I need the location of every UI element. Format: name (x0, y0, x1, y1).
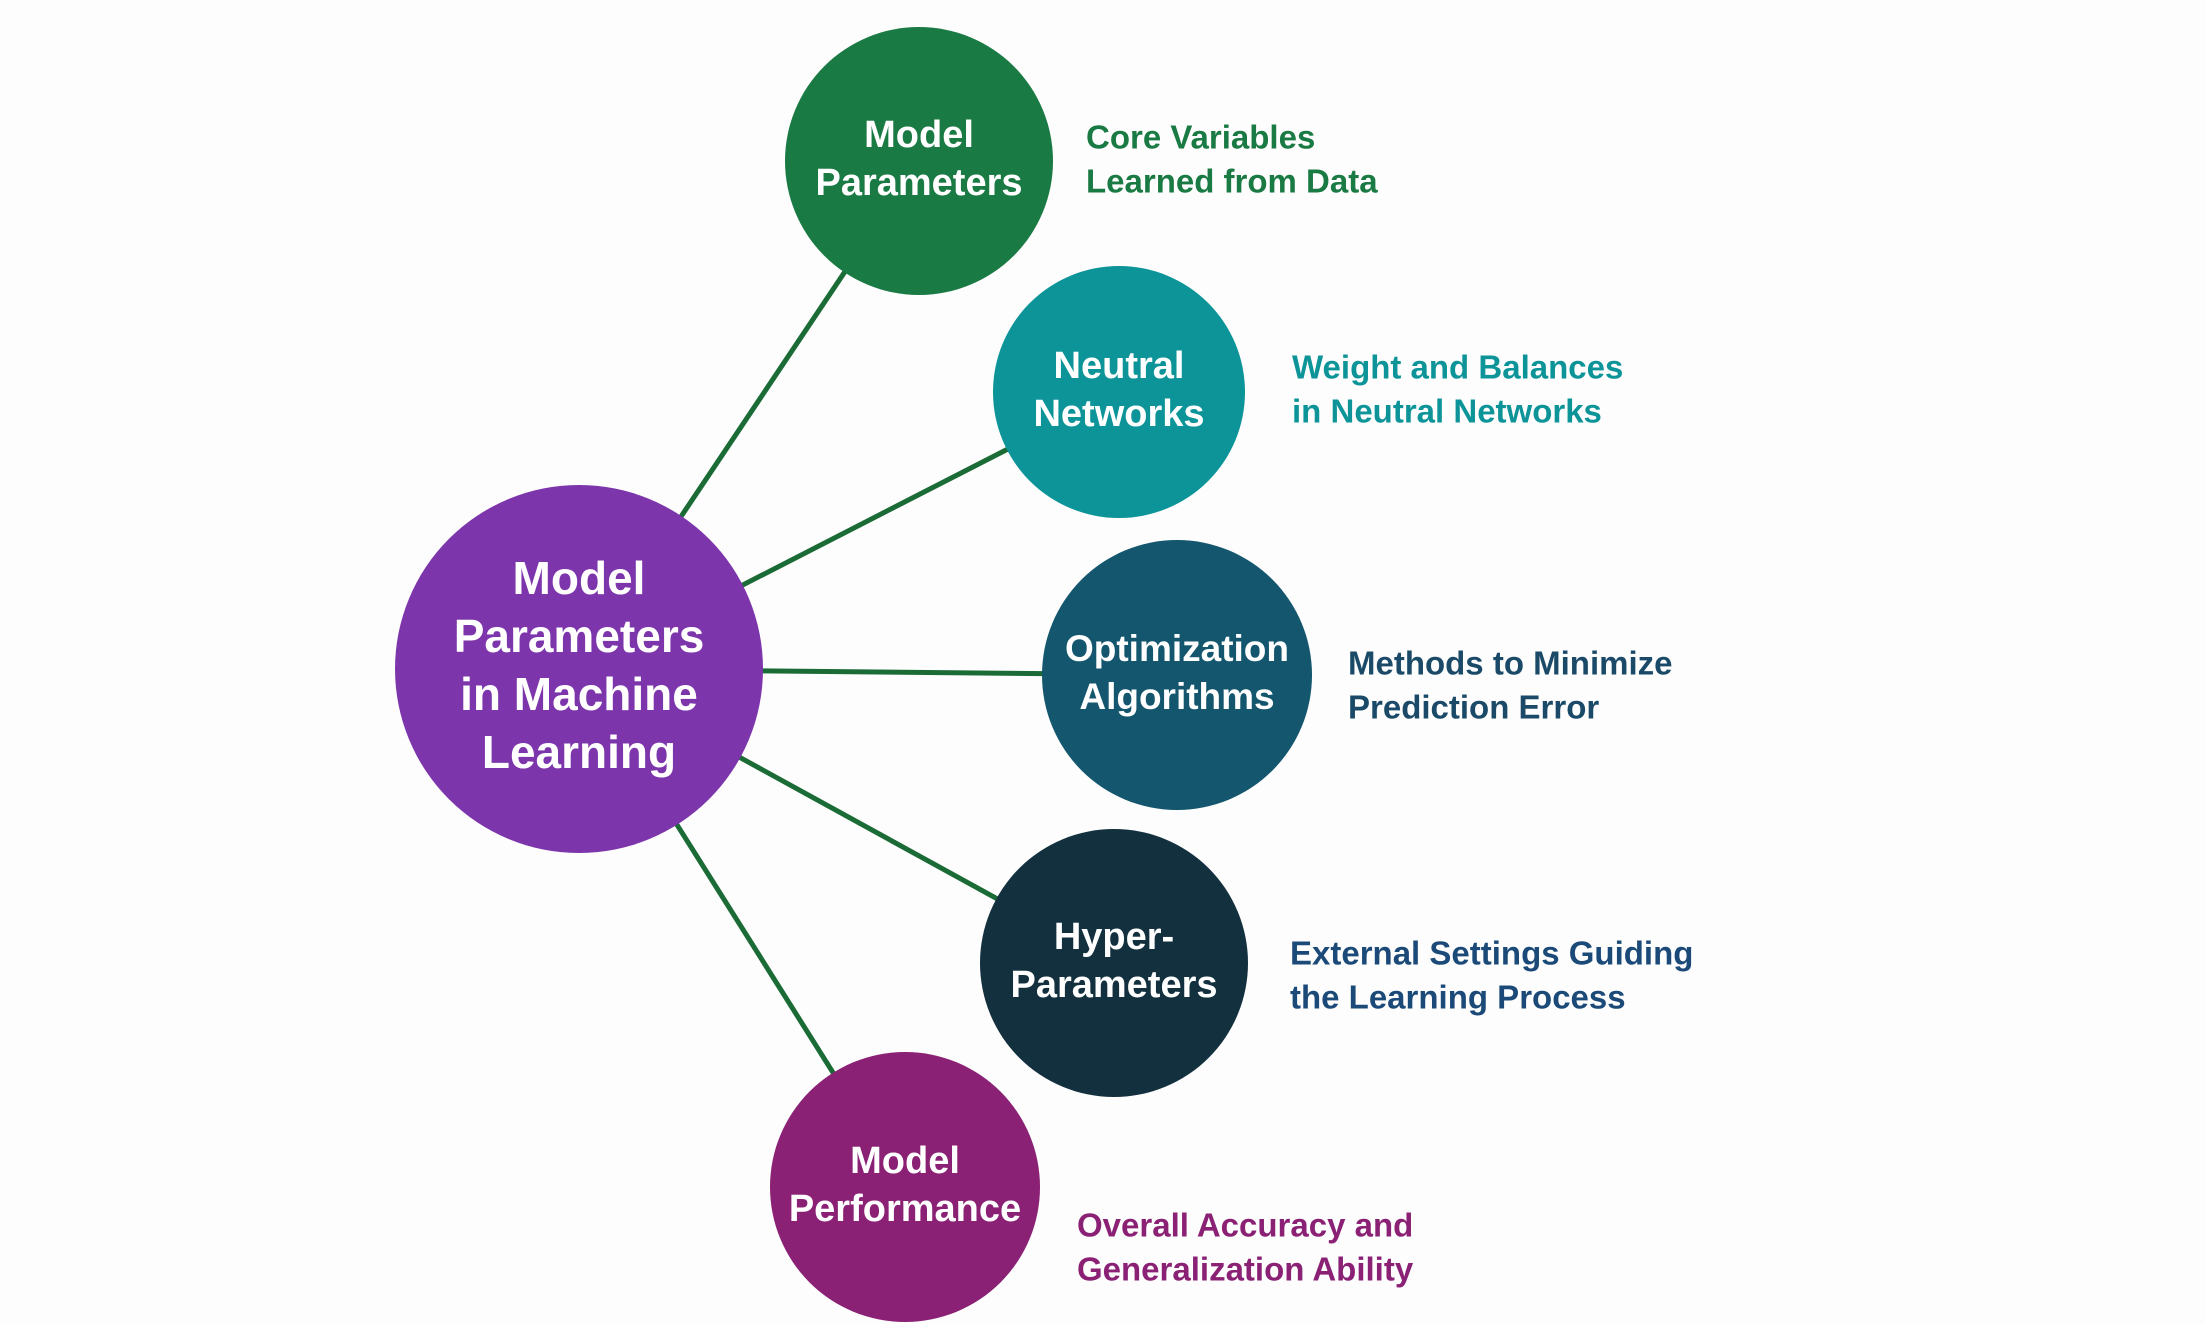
caption-line-model-parameters: Learned from Data (1086, 163, 1378, 200)
nodes-group: ModelParametersNeutralNetworksOptimizati… (395, 27, 1312, 1322)
node-label-line-neutral-networks: Neutral (1054, 345, 1185, 387)
node-circle-model-parameters-in-machine-learning[interactable] (395, 485, 763, 853)
caption-line-neutral-networks: in Neutral Networks (1292, 393, 1602, 430)
node-label-line-optimization-algorithms: Optimization (1065, 628, 1289, 669)
node-label-line-hyper-parameters: Parameters (1010, 964, 1217, 1006)
connector-optimization-algorithms (760, 668, 1045, 677)
node-label-line-model-parameters: Parameters (815, 162, 1022, 204)
node-label-line-model-parameters-in-machine-learning: Model (513, 552, 646, 604)
node-label-line-model-parameters: Model (864, 114, 974, 156)
caption-line-neutral-networks: Weight and Balances (1292, 349, 1623, 386)
node-circle-model-performance[interactable] (770, 1052, 1040, 1322)
caption-line-model-performance: Overall Accuracy and (1077, 1207, 1413, 1244)
caption-line-model-parameters: Core Variables (1086, 119, 1315, 156)
node-circle-hyper-parameters[interactable] (980, 829, 1248, 1097)
connector-hyper-parameters (737, 754, 1000, 902)
caption-line-hyper-parameters: External Settings Guiding (1290, 935, 1693, 972)
caption-line-optimization-algorithms: Methods to Minimize (1348, 645, 1673, 682)
node-label-line-model-parameters-in-machine-learning: Parameters (454, 610, 705, 662)
caption-hyper-parameters: External Settings Guiding the Learning Pr… (1290, 935, 1693, 1016)
node-circle-optimization-algorithms[interactable] (1042, 540, 1312, 810)
node-label-line-optimization-algorithms: Algorithms (1079, 676, 1274, 717)
node-label-line-model-parameters-in-machine-learning: Learning (482, 726, 676, 778)
node-label-line-model-parameters-in-machine-learning: in Machine (460, 668, 698, 720)
node-label-line-model-performance: Performance (789, 1188, 1021, 1230)
connector-model-parameters (678, 269, 848, 520)
connector-lines-group (673, 269, 1045, 1076)
connector-neutral-networks (739, 446, 1010, 589)
node-label-line-neutral-networks: Networks (1033, 393, 1204, 435)
caption-line-optimization-algorithms: Prediction Error (1348, 689, 1599, 726)
node-label-line-model-performance: Model (850, 1140, 960, 1182)
caption-neutral-networks: Weight and Balances in Neutral Networks (1292, 349, 1623, 430)
node-label-line-hyper-parameters: Hyper- (1054, 916, 1174, 958)
caption-line-model-performance: Generalization Ability (1077, 1251, 1414, 1288)
node-circle-neutral-networks[interactable] (993, 266, 1245, 518)
caption-line-hyper-parameters: the Learning Process (1290, 979, 1626, 1016)
node-circle-model-parameters[interactable] (785, 27, 1053, 295)
connector-model-performance (673, 821, 837, 1076)
node-hyper-parameters[interactable]: Hyper- Parameters (980, 829, 1248, 1097)
